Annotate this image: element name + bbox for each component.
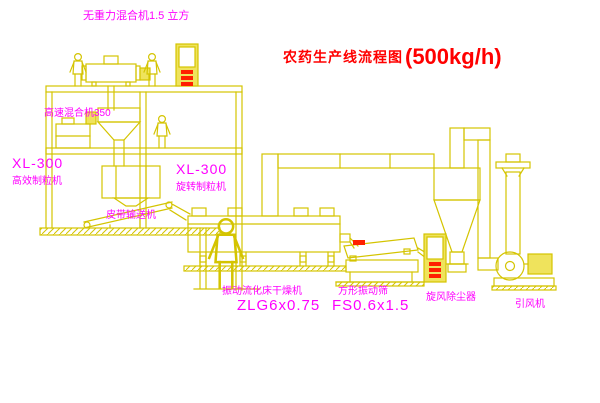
page-title: 农药生产线流程图 (500kg/h) <box>283 44 502 70</box>
title-text: 农药生产线流程图 <box>283 49 403 65</box>
label-high-speed-mixer: 高速混合机350 <box>44 108 111 119</box>
label-dryer-name: 振动流化床干燥机 <box>222 286 302 297</box>
label-dust-collector: 旋风除尘器 <box>426 292 476 303</box>
granulator-right-machine <box>101 165 161 207</box>
exhaust-duct <box>261 153 435 217</box>
label-granulator-right-name: 旋转制粒机 <box>176 182 226 193</box>
label-screen-name: 方形振动筛 <box>338 286 388 297</box>
label-granulator-left-name: 高效制粒机 <box>12 176 62 187</box>
label-granulator-left-model: XL-300 <box>12 155 64 171</box>
label-dryer-model: ZLG6x0.75 <box>237 297 321 314</box>
granulator-left-machine <box>55 117 91 149</box>
worker-figure <box>153 114 171 149</box>
induced-draft-fan-machine <box>491 251 557 291</box>
red-sticker-marks <box>181 70 441 278</box>
control-cabinet-1 <box>175 43 199 87</box>
title-capacity: (500kg/h) <box>405 44 502 69</box>
label-gravity-mixer: 无重力混合机1.5 立方 <box>83 10 190 22</box>
exhaust-stack <box>495 153 531 255</box>
label-induced-fan: 引风机 <box>515 299 545 310</box>
vibrating-screen-machine <box>335 237 429 287</box>
label-belt-conveyor: 皮带输送机 <box>106 210 156 221</box>
belt-conveyor-machine <box>83 201 191 229</box>
worker-figure <box>69 52 87 87</box>
high-speed-mixer-machine <box>85 107 142 167</box>
gravity-mixer-machine <box>81 55 151 111</box>
label-granulator-right-model: XL-300 <box>176 161 228 177</box>
label-screen-model: FS0.6x1.5 <box>332 297 410 314</box>
fluid-bed-dryer-machine <box>183 207 351 272</box>
cyclone-separator-machine <box>433 127 499 273</box>
